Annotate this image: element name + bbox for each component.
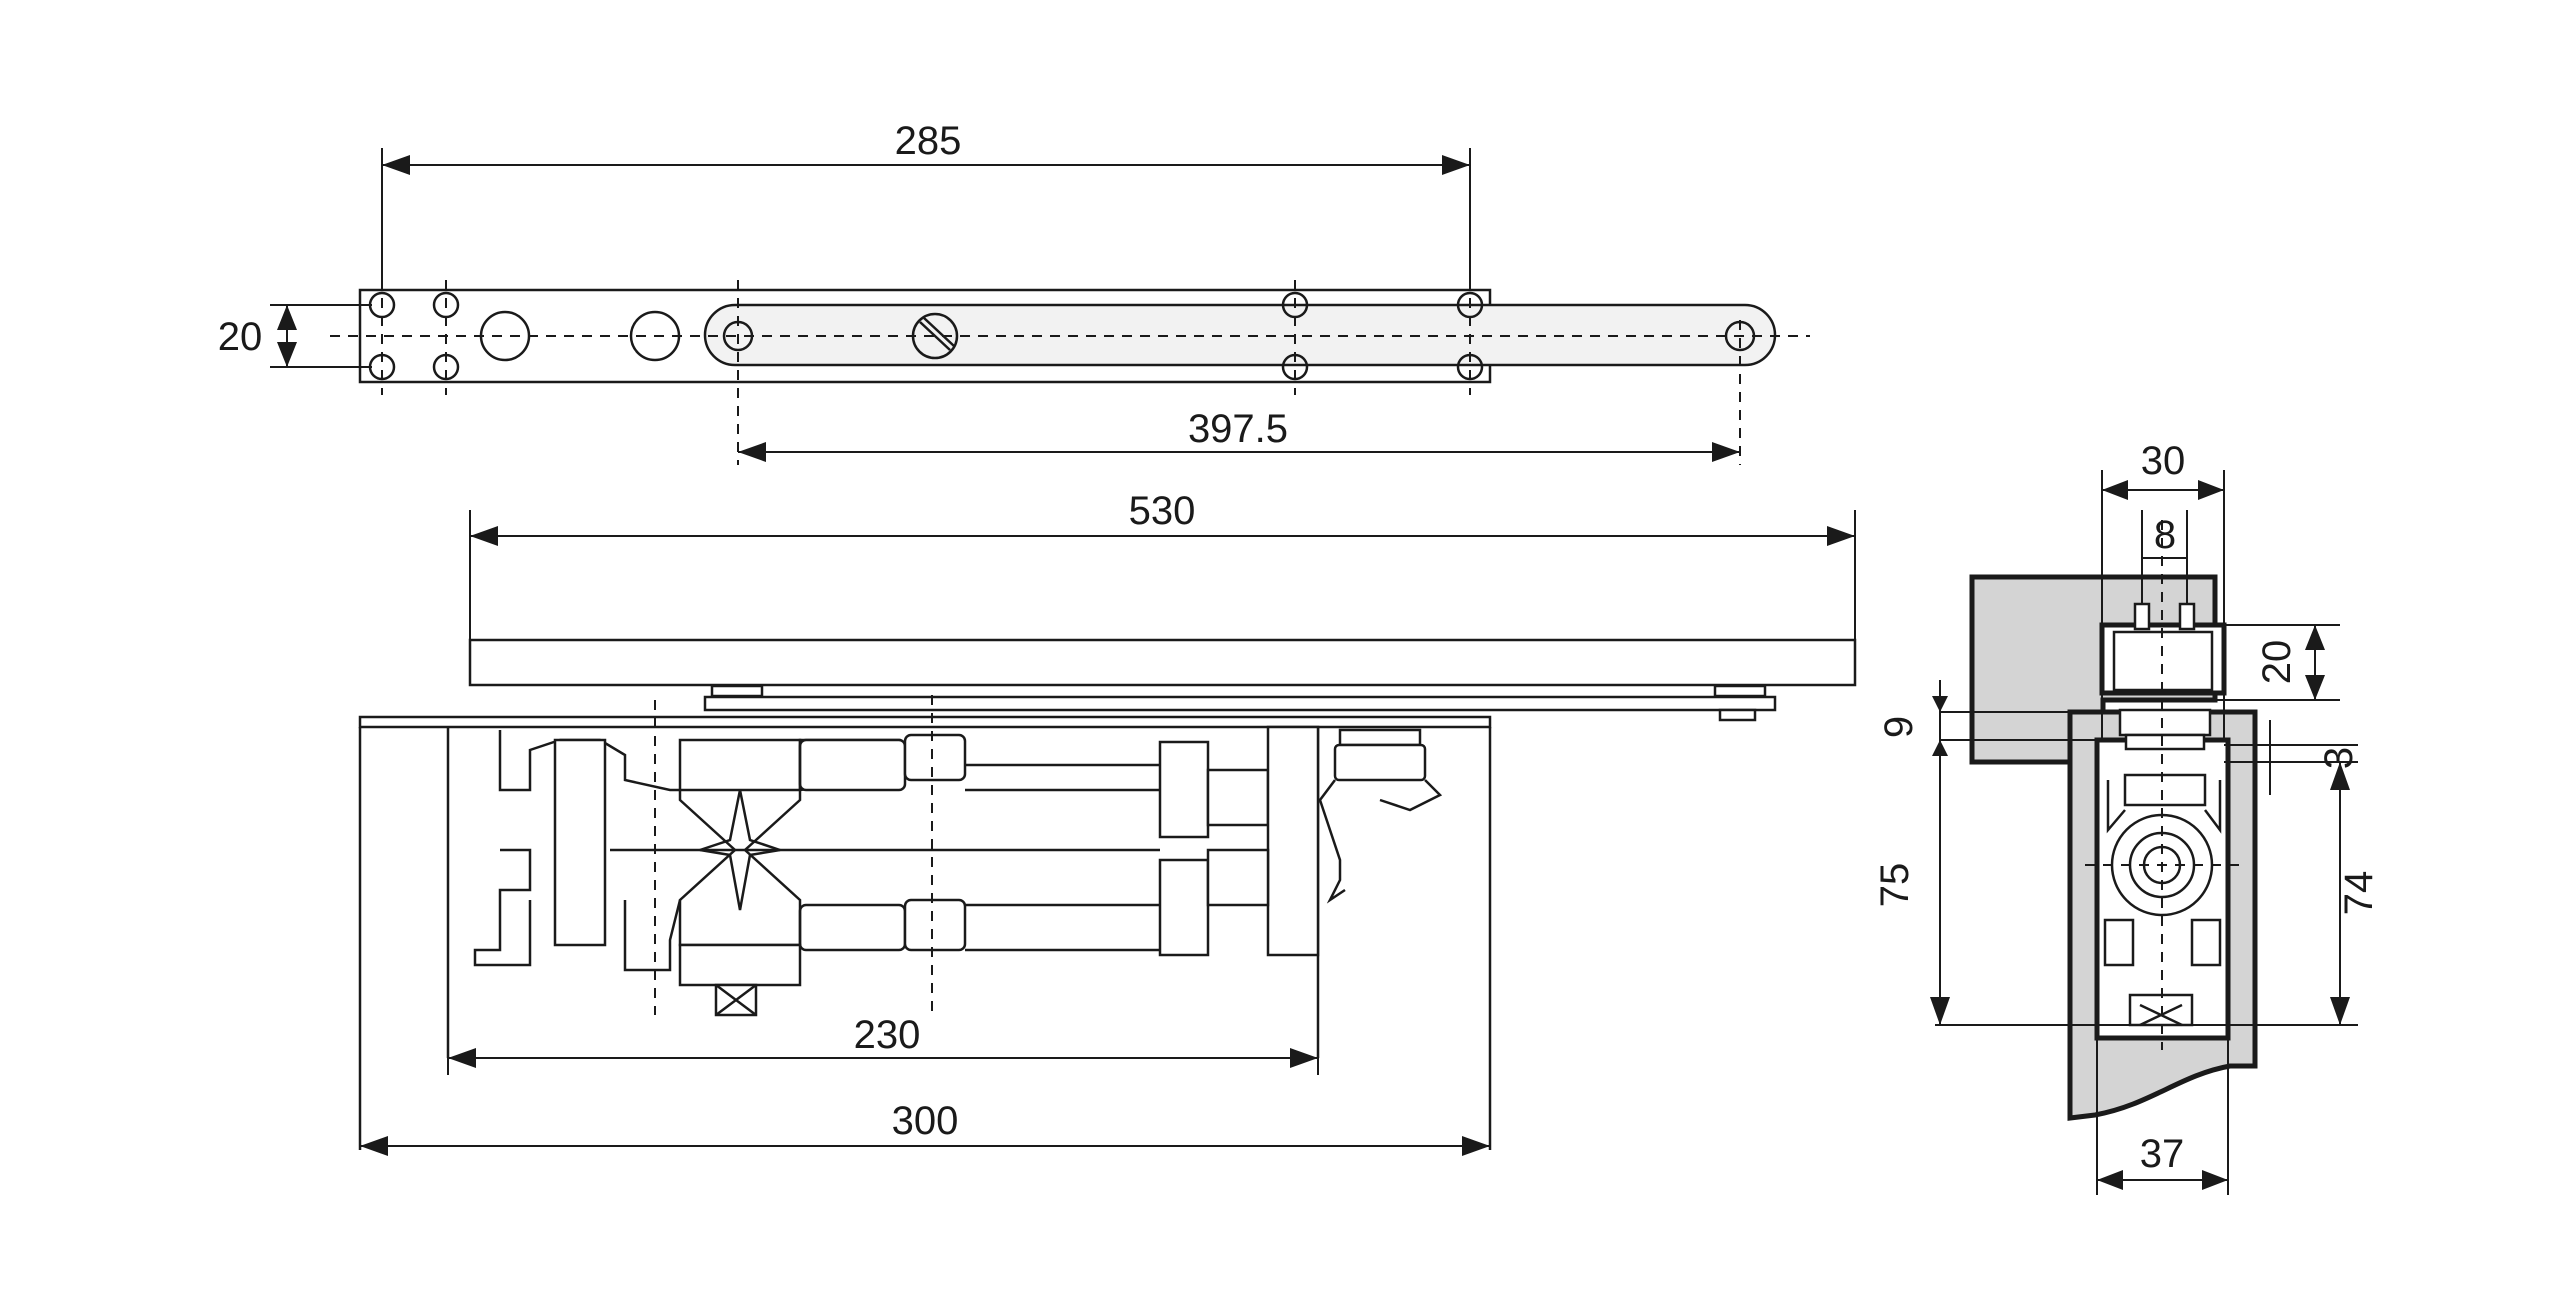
dimension-75-label: 75 <box>1873 863 1917 908</box>
dimension-8: 8 <box>2141 510 2188 604</box>
dimension-300: 300 <box>360 1099 1490 1156</box>
dimension-20-plate-label: 20 <box>218 315 263 359</box>
dimension-74: 74 <box>2330 762 2381 1025</box>
front-view: 530 <box>358 489 1857 1156</box>
dimension-20-plate: 20 <box>218 304 372 368</box>
dimension-530-label: 530 <box>1129 489 1196 533</box>
dimension-230-label: 230 <box>854 1013 921 1057</box>
side-section-view: 30 8 20 9 <box>1873 439 2381 1195</box>
dimension-37-label: 37 <box>2140 1132 2185 1176</box>
dimension-285: 285 <box>381 119 1471 290</box>
dimension-230: 230 <box>447 1013 1319 1075</box>
dimension-74-label: 74 <box>2337 871 2381 916</box>
dimension-397-5-label: 397.5 <box>1188 407 1288 451</box>
closer-housing <box>358 715 1492 729</box>
closer-mechanism <box>473 725 1443 1017</box>
dimension-3-label: 3 <box>2317 747 2361 769</box>
dimension-30-label: 30 <box>2141 439 2186 483</box>
dimension-37: 37 <box>2096 1040 2229 1195</box>
dimension-285-label: 285 <box>895 119 962 163</box>
adjusting-screw <box>911 312 959 360</box>
dimension-9: 9 <box>1877 680 2097 770</box>
dimension-8-label: 8 <box>2154 513 2176 557</box>
dimension-20-side-label: 20 <box>2255 640 2299 685</box>
dimension-75: 75 <box>1873 740 2358 1026</box>
slide-rail <box>468 638 1857 687</box>
side-closer-parts <box>2103 602 2222 1027</box>
dimension-9-label: 9 <box>1877 716 1921 738</box>
dimension-30: 30 <box>2101 439 2225 740</box>
dimension-397-5: 397.5 <box>738 407 1740 462</box>
top-view: 285 20 397.5 <box>218 119 1810 465</box>
rail-slider <box>703 695 1777 712</box>
dimension-300-label: 300 <box>892 1099 959 1143</box>
dimension-530: 530 <box>469 489 1856 640</box>
dimension-20-side: 20 <box>2215 624 2340 701</box>
dimension-3: 3 <box>2224 720 2361 795</box>
